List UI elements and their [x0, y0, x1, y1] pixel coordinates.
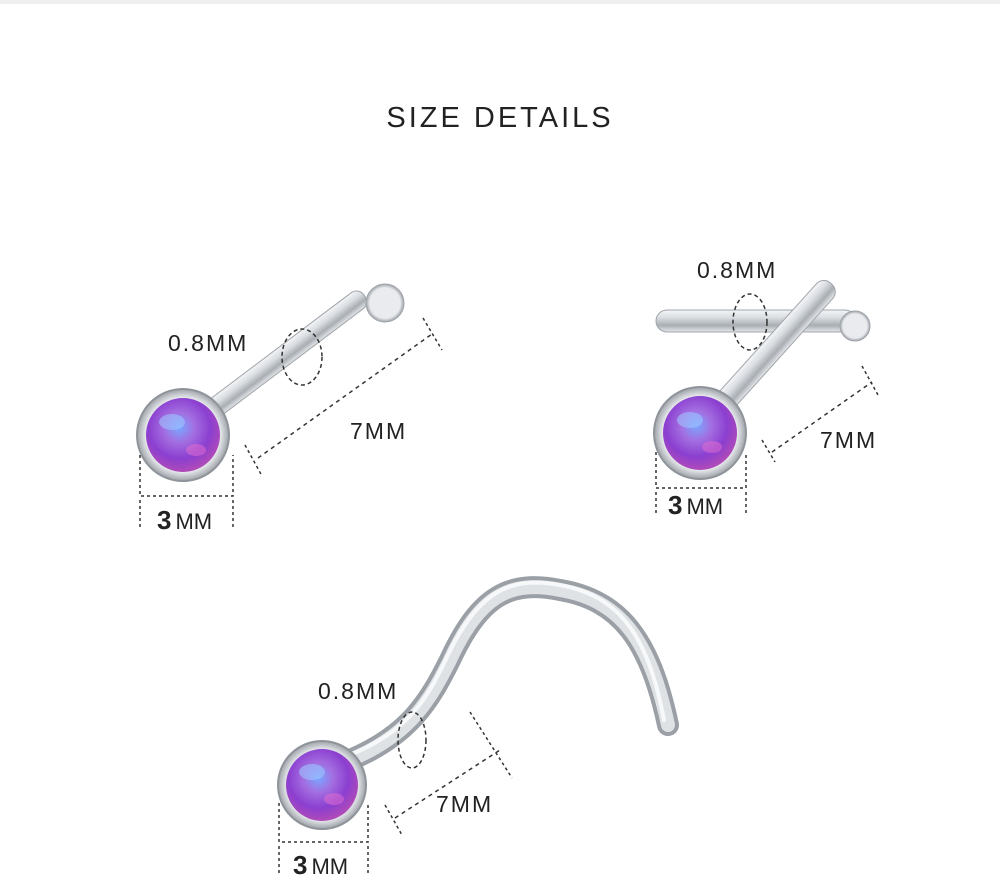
l-shape-stud-illustration: [653, 280, 879, 516]
length-dimension-line: [394, 749, 501, 819]
gauge-label: 0.8MM: [318, 678, 399, 704]
gem-size-number: 3: [293, 850, 308, 880]
gem-size-unit: MM: [311, 854, 349, 879]
gauge-marker: [732, 293, 768, 351]
l-post-horizontal: [655, 309, 857, 333]
gauge-marker: [397, 711, 427, 769]
gauge-label: 0.8MM: [168, 330, 249, 356]
gem-size-unit: MM: [175, 509, 213, 534]
stud-ball-end: [365, 283, 405, 323]
stud-post: [197, 290, 368, 424]
length-dimension-line: [257, 333, 433, 459]
gem-size-bracket: [139, 455, 234, 497]
gem-size-bracket: [655, 452, 747, 489]
gem-size-number: 3: [668, 490, 683, 520]
gem-size-bracket: [278, 803, 369, 843]
gem-size-number: 3: [157, 505, 172, 535]
opal-gem: [286, 749, 358, 821]
straight-stud-illustration: [136, 283, 443, 528]
page-title: SIZE DETAILS: [386, 102, 614, 134]
gauge-marker: [281, 328, 323, 386]
opal-gem: [146, 398, 220, 472]
gem-size-unit: MM: [686, 494, 724, 519]
length-label: 7MM: [820, 427, 878, 453]
length-label: 7MM: [436, 791, 494, 817]
opal-gem: [663, 396, 737, 470]
gauge-label: 0.8MM: [697, 257, 778, 283]
nose-screw-illustration: [277, 576, 679, 876]
length-label: 7MM: [350, 418, 408, 444]
top-divider: [0, 0, 1000, 4]
